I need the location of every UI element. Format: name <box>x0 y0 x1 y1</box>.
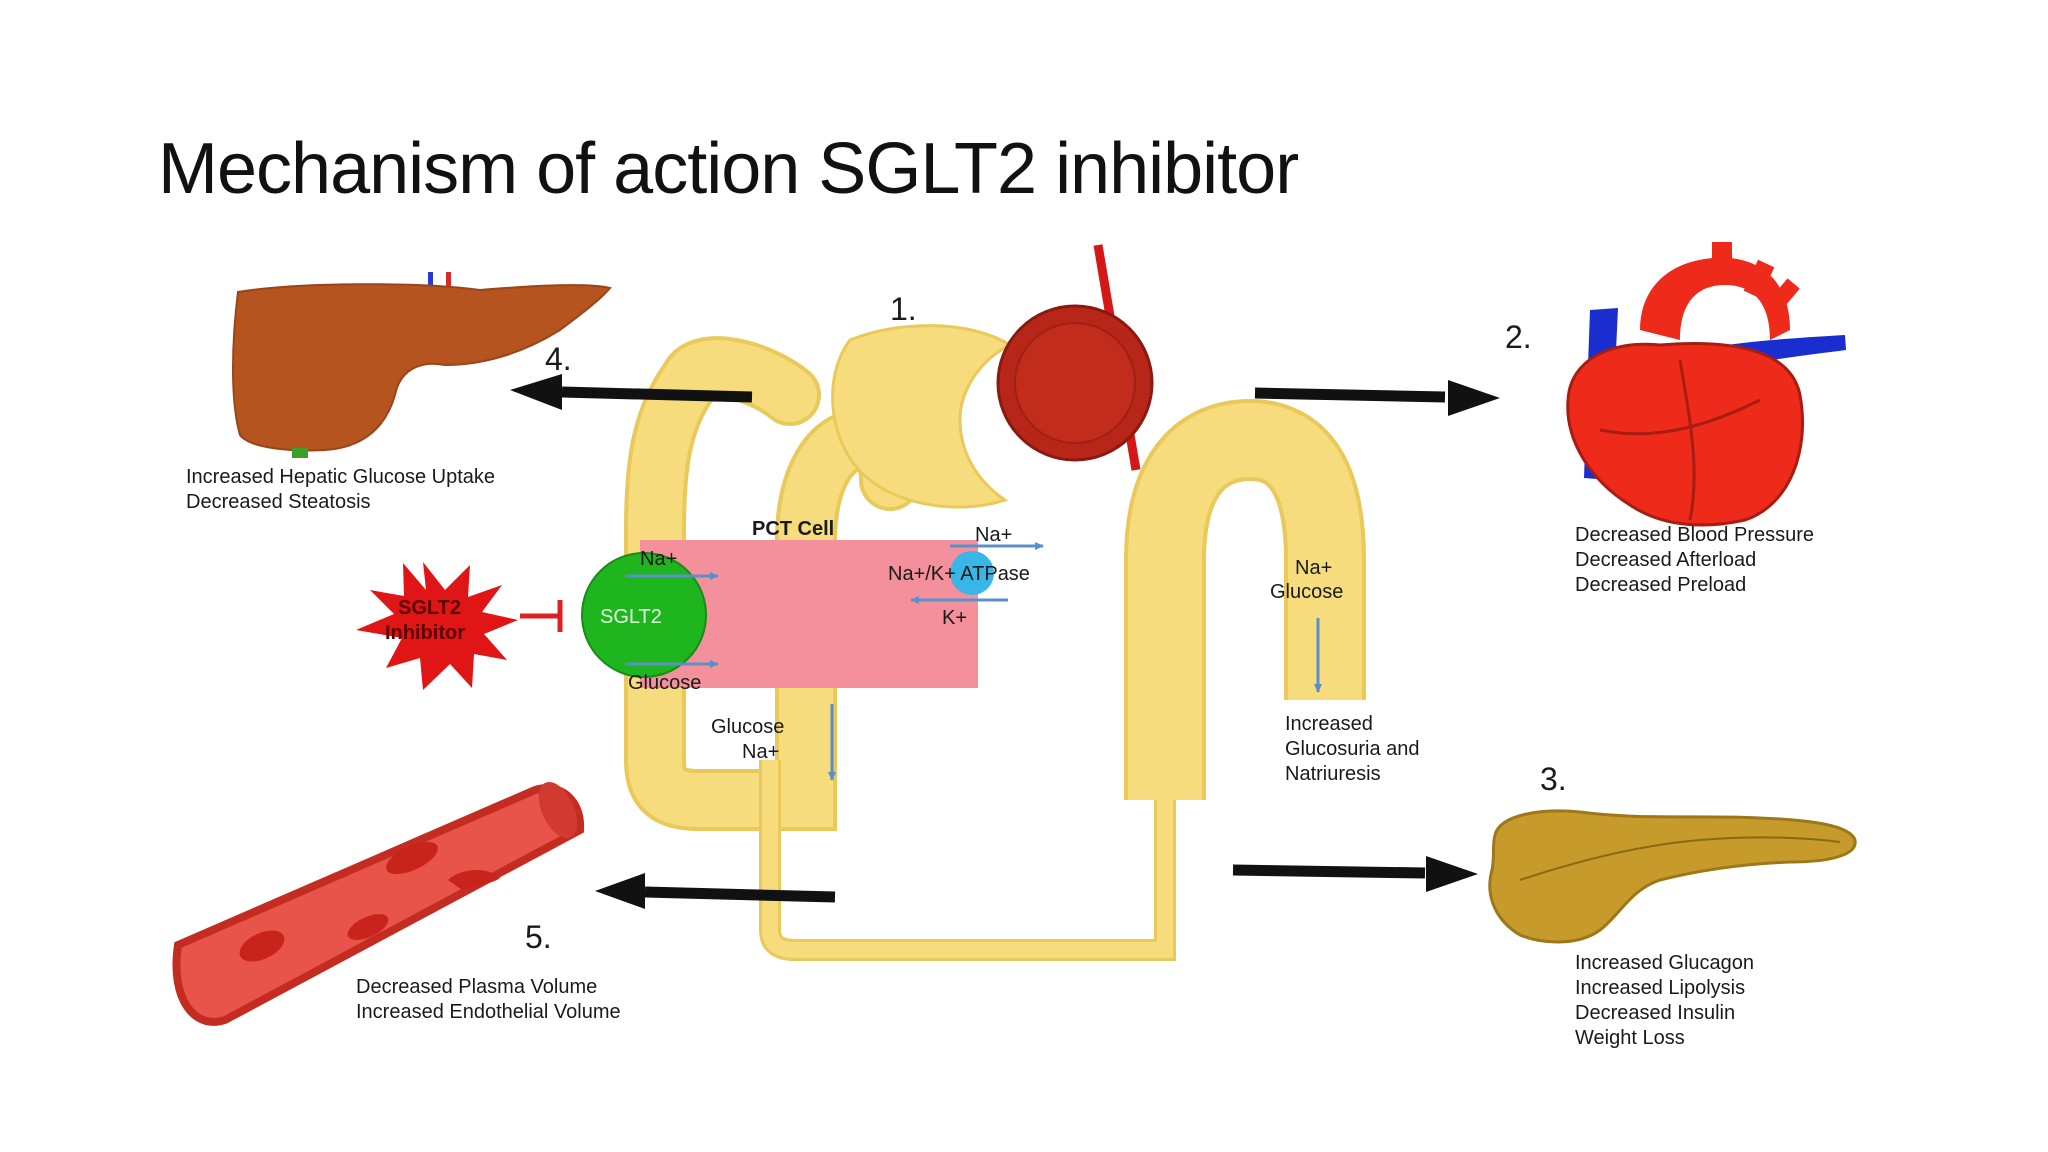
na-out-label: Na+ <box>975 524 1012 546</box>
glucose-in-label: Glucose <box>628 672 701 694</box>
inhibitor-label-line2: Inhibitor <box>385 622 465 644</box>
pancreas-illustration <box>1488 809 1857 944</box>
na-in-label: Na+ <box>640 548 677 570</box>
arrow-to-heart <box>1254 380 1500 416</box>
atpase-label: Na+/K+ ATPase <box>888 563 1030 585</box>
arrow-to-vessel <box>595 873 836 909</box>
step-1-number: 1. <box>890 291 917 327</box>
loop-result-line1: Increased <box>1285 713 1373 735</box>
loop-glucose-label: Glucose <box>1270 581 1343 603</box>
nephron-tubule <box>624 324 1366 961</box>
step-5-number: 5. <box>525 919 552 955</box>
pct-cell-title: PCT Cell <box>752 518 834 540</box>
pancreas-effect-3: Decreased Insulin <box>1575 1002 1735 1024</box>
heart-effect-2: Decreased Afterload <box>1575 549 1756 571</box>
blood-vessel-illustration <box>172 781 585 1026</box>
reabsorbed-glucose-label: Glucose <box>711 716 784 738</box>
heart-effect-1: Decreased Blood Pressure <box>1575 524 1814 546</box>
step-4-number: 4. <box>545 341 572 377</box>
k-in-label: K+ <box>942 607 967 629</box>
slide-title: Mechanism of action SGLT2 inhibitor <box>158 129 1299 209</box>
liver-illustration <box>232 272 612 458</box>
arrow-to-liver <box>510 374 753 410</box>
bowmans-capsule <box>831 324 1014 509</box>
loop-result-line2: Glucosuria and <box>1285 738 1420 760</box>
pancreas-effect-2: Increased Lipolysis <box>1575 977 1745 999</box>
atpase-pump <box>950 551 994 595</box>
loop-result-line3: Natriuresis <box>1285 763 1381 785</box>
sglt2-transporter <box>581 552 707 678</box>
sglt2-label: SGLT2 <box>600 606 662 628</box>
liver-effect-1: Increased Hepatic Glucose Uptake <box>186 466 495 488</box>
step-2-number: 2. <box>1505 319 1532 355</box>
liver-effect-2: Decreased Steatosis <box>186 491 371 513</box>
heart-effect-3: Decreased Preload <box>1575 574 1746 596</box>
step-3-number: 3. <box>1540 761 1567 797</box>
vessel-effect-2: Increased Endothelial Volume <box>356 1001 621 1023</box>
reabsorbed-na-label: Na+ <box>742 741 779 763</box>
inhibitor-label-line1: SGLT2 <box>398 597 461 619</box>
sglt2-inhibitor-burst <box>356 562 518 690</box>
pancreas-effect-4: Weight Loss <box>1575 1027 1685 1049</box>
pancreas-effect-1: Increased Glucagon <box>1575 952 1754 974</box>
arrow-to-pancreas <box>1232 856 1478 892</box>
loop-na-label: Na+ <box>1295 557 1332 579</box>
vessel-effect-1: Decreased Plasma Volume <box>356 976 597 998</box>
heart-illustration <box>1566 242 1846 527</box>
